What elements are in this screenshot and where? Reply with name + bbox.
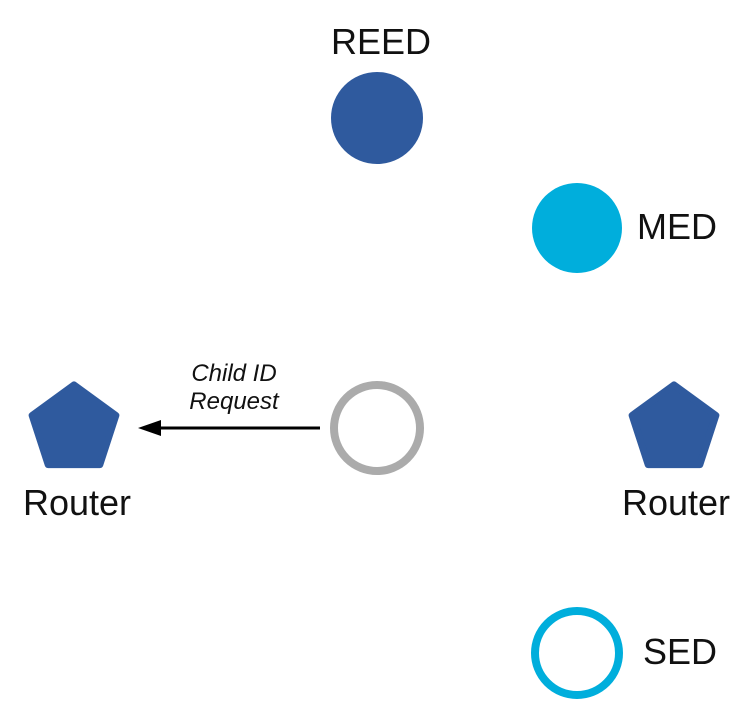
joining-device-circle (330, 381, 424, 475)
reed-node-label: REED (330, 21, 432, 62)
router-right-pentagon (628, 381, 720, 469)
child-id-request-label-line2: Request (189, 388, 279, 415)
child-id-request-arrow (138, 420, 320, 436)
child-id-request-label: Child ID Request (134, 360, 334, 416)
router-left-pentagon (28, 381, 120, 469)
sed-node-label: SED (643, 631, 718, 672)
sed-node-circle (531, 607, 623, 699)
router-left-label: Router (22, 482, 132, 523)
child-id-request-label-line1: Child ID (191, 360, 277, 387)
med-node-circle (532, 183, 622, 273)
reed-node-circle (331, 72, 423, 164)
med-node-label: MED (637, 206, 717, 247)
router-right-label: Router (621, 482, 731, 523)
